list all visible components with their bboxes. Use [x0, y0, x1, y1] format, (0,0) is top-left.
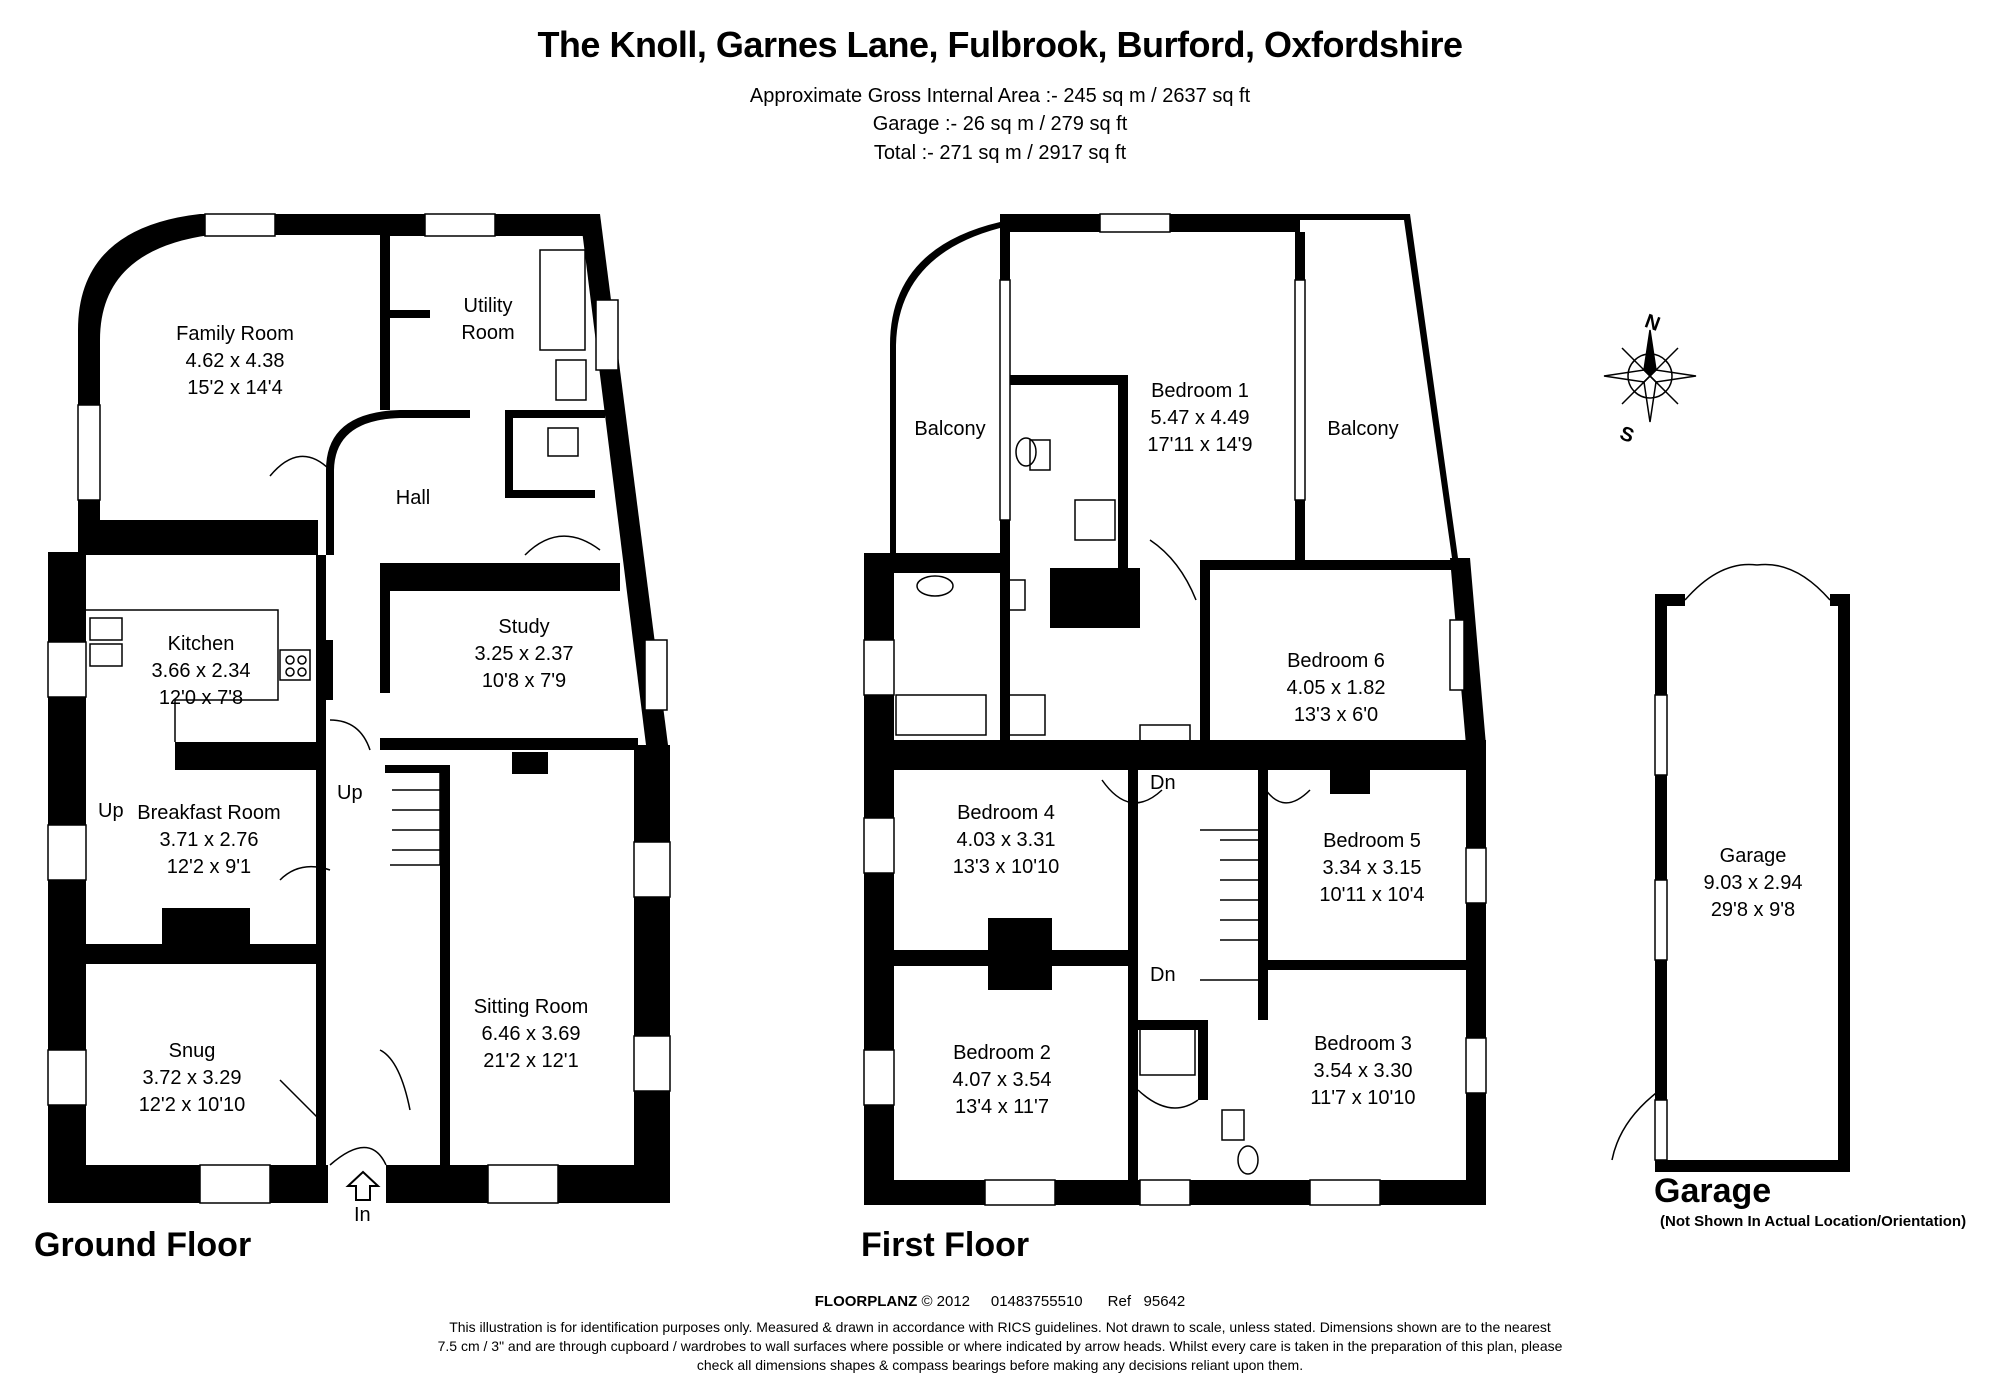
room-metric: 6.46 x 3.69 [481, 1023, 581, 1045]
garage-label: Garage [1654, 1172, 1772, 1210]
room-imperial: 13'3 x 10'10 [952, 856, 1060, 878]
ref-number: 95642 [1143, 1293, 1186, 1310]
garage-doors [1611, 563, 1831, 1161]
first-floor-label: First Floor [861, 1226, 1030, 1264]
page-title: The Knoll, Garnes Lane, Fulbrook, Burfor… [537, 24, 1463, 65]
room-imperial: 12'0 x 7'8 [158, 687, 244, 709]
room-imperial: 17'11 x 14'9 [1147, 434, 1253, 456]
room-family: Family Room 4.62 x 4.38 15'2 x 14'4 [176, 321, 294, 402]
brand-name: FLOORPLANZ [814, 1293, 918, 1310]
gross-internal-area: Approximate Gross Internal Area :- 245 s… [749, 85, 1251, 107]
room-metric: 4.62 x 4.38 [185, 350, 285, 372]
room-imperial: 12'2 x 10'10 [138, 1094, 246, 1116]
ground-floor-label: Ground Floor [34, 1226, 252, 1264]
garage-area: Garage :- 26 sq m / 279 sq ft [872, 113, 1128, 135]
disclaimer-line-2: 7.5 cm / 3" and are through cupboard / w… [437, 1338, 1563, 1354]
copyright: © 2012 [921, 1293, 971, 1310]
room-metric: 4.03 x 3.31 [956, 829, 1056, 851]
room-breakfast: Breakfast Room 3.71 x 2.76 12'2 x 9'1 [137, 800, 280, 881]
room-study: Study 3.25 x 2.37 10'8 x 7'9 [475, 614, 574, 695]
room-metric: 4.07 x 3.54 [952, 1069, 1052, 1091]
footer-credits: FLOORPLANZ © 2012 01483755510 Ref 95642 [0, 1293, 2000, 1310]
room-sitting: Sitting Room 6.46 x 3.69 21'2 x 12'1 [474, 994, 589, 1075]
room-bedroom-2: Bedroom 2 4.07 x 3.54 13'4 x 11'7 [953, 1040, 1052, 1121]
stairs-up-marker: Up [337, 782, 363, 804]
room-imperial: 12'2 x 9'1 [166, 856, 252, 878]
room-name: Kitchen [167, 633, 235, 655]
room-imperial: 15'2 x 14'4 [187, 377, 283, 399]
room-bedroom-1: Bedroom 1 5.47 x 4.49 17'11 x 14'9 [1147, 378, 1252, 459]
room-bedroom-6: Bedroom 6 4.05 x 1.82 13'3 x 6'0 [1287, 648, 1386, 729]
stairs-up-marker: Up [98, 800, 124, 822]
room-name: Hall [395, 487, 431, 509]
room-name: Study [498, 616, 550, 638]
first-floor-windows [863, 213, 1487, 1206]
stairs-down-marker: Dn [1150, 964, 1176, 986]
compass-rose [1603, 329, 1697, 423]
room-metric: 3.72 x 3.29 [142, 1067, 242, 1089]
room-name: Snug [168, 1040, 216, 1062]
room-metric: 3.71 x 2.76 [159, 829, 259, 851]
room-name: Bedroom 3 [1314, 1033, 1412, 1055]
room-metric: 3.54 x 3.30 [1313, 1060, 1413, 1082]
room-balcony-right: Balcony [1327, 416, 1398, 443]
room-name: Garage [1719, 845, 1787, 867]
room-metric: 5.47 x 4.49 [1150, 407, 1250, 429]
room-snug: Snug 3.72 x 3.29 12'2 x 10'10 [139, 1038, 246, 1119]
room-name: Balcony [914, 418, 986, 440]
room-kitchen: Kitchen 3.66 x 2.34 12'0 x 7'8 [152, 631, 251, 712]
room-metric: 4.05 x 1.82 [1286, 677, 1386, 699]
ground-floor-windows [47, 213, 671, 1204]
room-hall: Hall [396, 485, 430, 512]
room-name: Utility [463, 295, 513, 317]
room-bedroom-4: Bedroom 4 4.03 x 3.31 13'3 x 10'10 [953, 800, 1060, 881]
room-metric: 3.34 x 3.15 [1322, 857, 1422, 879]
room-name-line2: Room [461, 322, 515, 344]
room-name: Balcony [1327, 418, 1399, 440]
total-area: Total :- 271 sq m / 2917 sq ft [873, 142, 1127, 164]
disclaimer-line-1: This illustration is for identification … [449, 1319, 1551, 1335]
ground-floor-fixtures [86, 249, 601, 1166]
first-floor-fixtures [895, 437, 1311, 1175]
room-name: Bedroom 2 [953, 1042, 1051, 1064]
room-imperial: 10'8 x 7'9 [481, 670, 567, 692]
room-name: Bedroom 4 [957, 802, 1055, 824]
room-balcony-left: Balcony [914, 416, 985, 443]
ref-label: Ref [1107, 1293, 1131, 1310]
room-imperial: 11'7 x 10'10 [1310, 1087, 1416, 1109]
room-imperial: 13'4 x 11'7 [954, 1096, 1049, 1118]
room-name: Breakfast Room [137, 802, 281, 824]
entrance-marker: In [354, 1204, 371, 1226]
room-name: Bedroom 1 [1151, 380, 1249, 402]
room-utility: Utility Room [461, 293, 514, 347]
room-imperial: 13'3 x 6'0 [1293, 704, 1379, 726]
room-garage: Garage 9.03 x 2.94 29'8 x 9'8 [1704, 843, 1803, 924]
room-name: Bedroom 6 [1287, 650, 1385, 672]
entrance-arrow-icon [345, 1170, 381, 1201]
room-name: Sitting Room [473, 996, 589, 1018]
room-bedroom-3: Bedroom 3 3.54 x 3.30 11'7 x 10'10 [1310, 1031, 1415, 1112]
garage-windows [1654, 694, 1668, 1161]
disclaimer-line-3: check all dimensions shapes & compass be… [696, 1357, 1304, 1373]
room-name: Bedroom 5 [1323, 830, 1421, 852]
room-bedroom-5: Bedroom 5 3.34 x 3.15 10'11 x 10'4 [1319, 828, 1424, 909]
room-metric: 3.66 x 2.34 [151, 660, 251, 682]
room-name: Family Room [176, 323, 294, 345]
room-imperial: 29'8 x 9'8 [1710, 899, 1796, 921]
phone-number: 01483755510 [990, 1293, 1083, 1310]
stairs-down-marker: Dn [1150, 772, 1176, 794]
room-metric: 9.03 x 2.94 [1703, 872, 1803, 894]
room-imperial: 21'2 x 12'1 [483, 1050, 579, 1072]
garage-location-note: (Not Shown In Actual Location/Orientatio… [1660, 1213, 1967, 1230]
room-metric: 3.25 x 2.37 [474, 643, 574, 665]
room-imperial: 10'11 x 10'4 [1319, 884, 1425, 906]
